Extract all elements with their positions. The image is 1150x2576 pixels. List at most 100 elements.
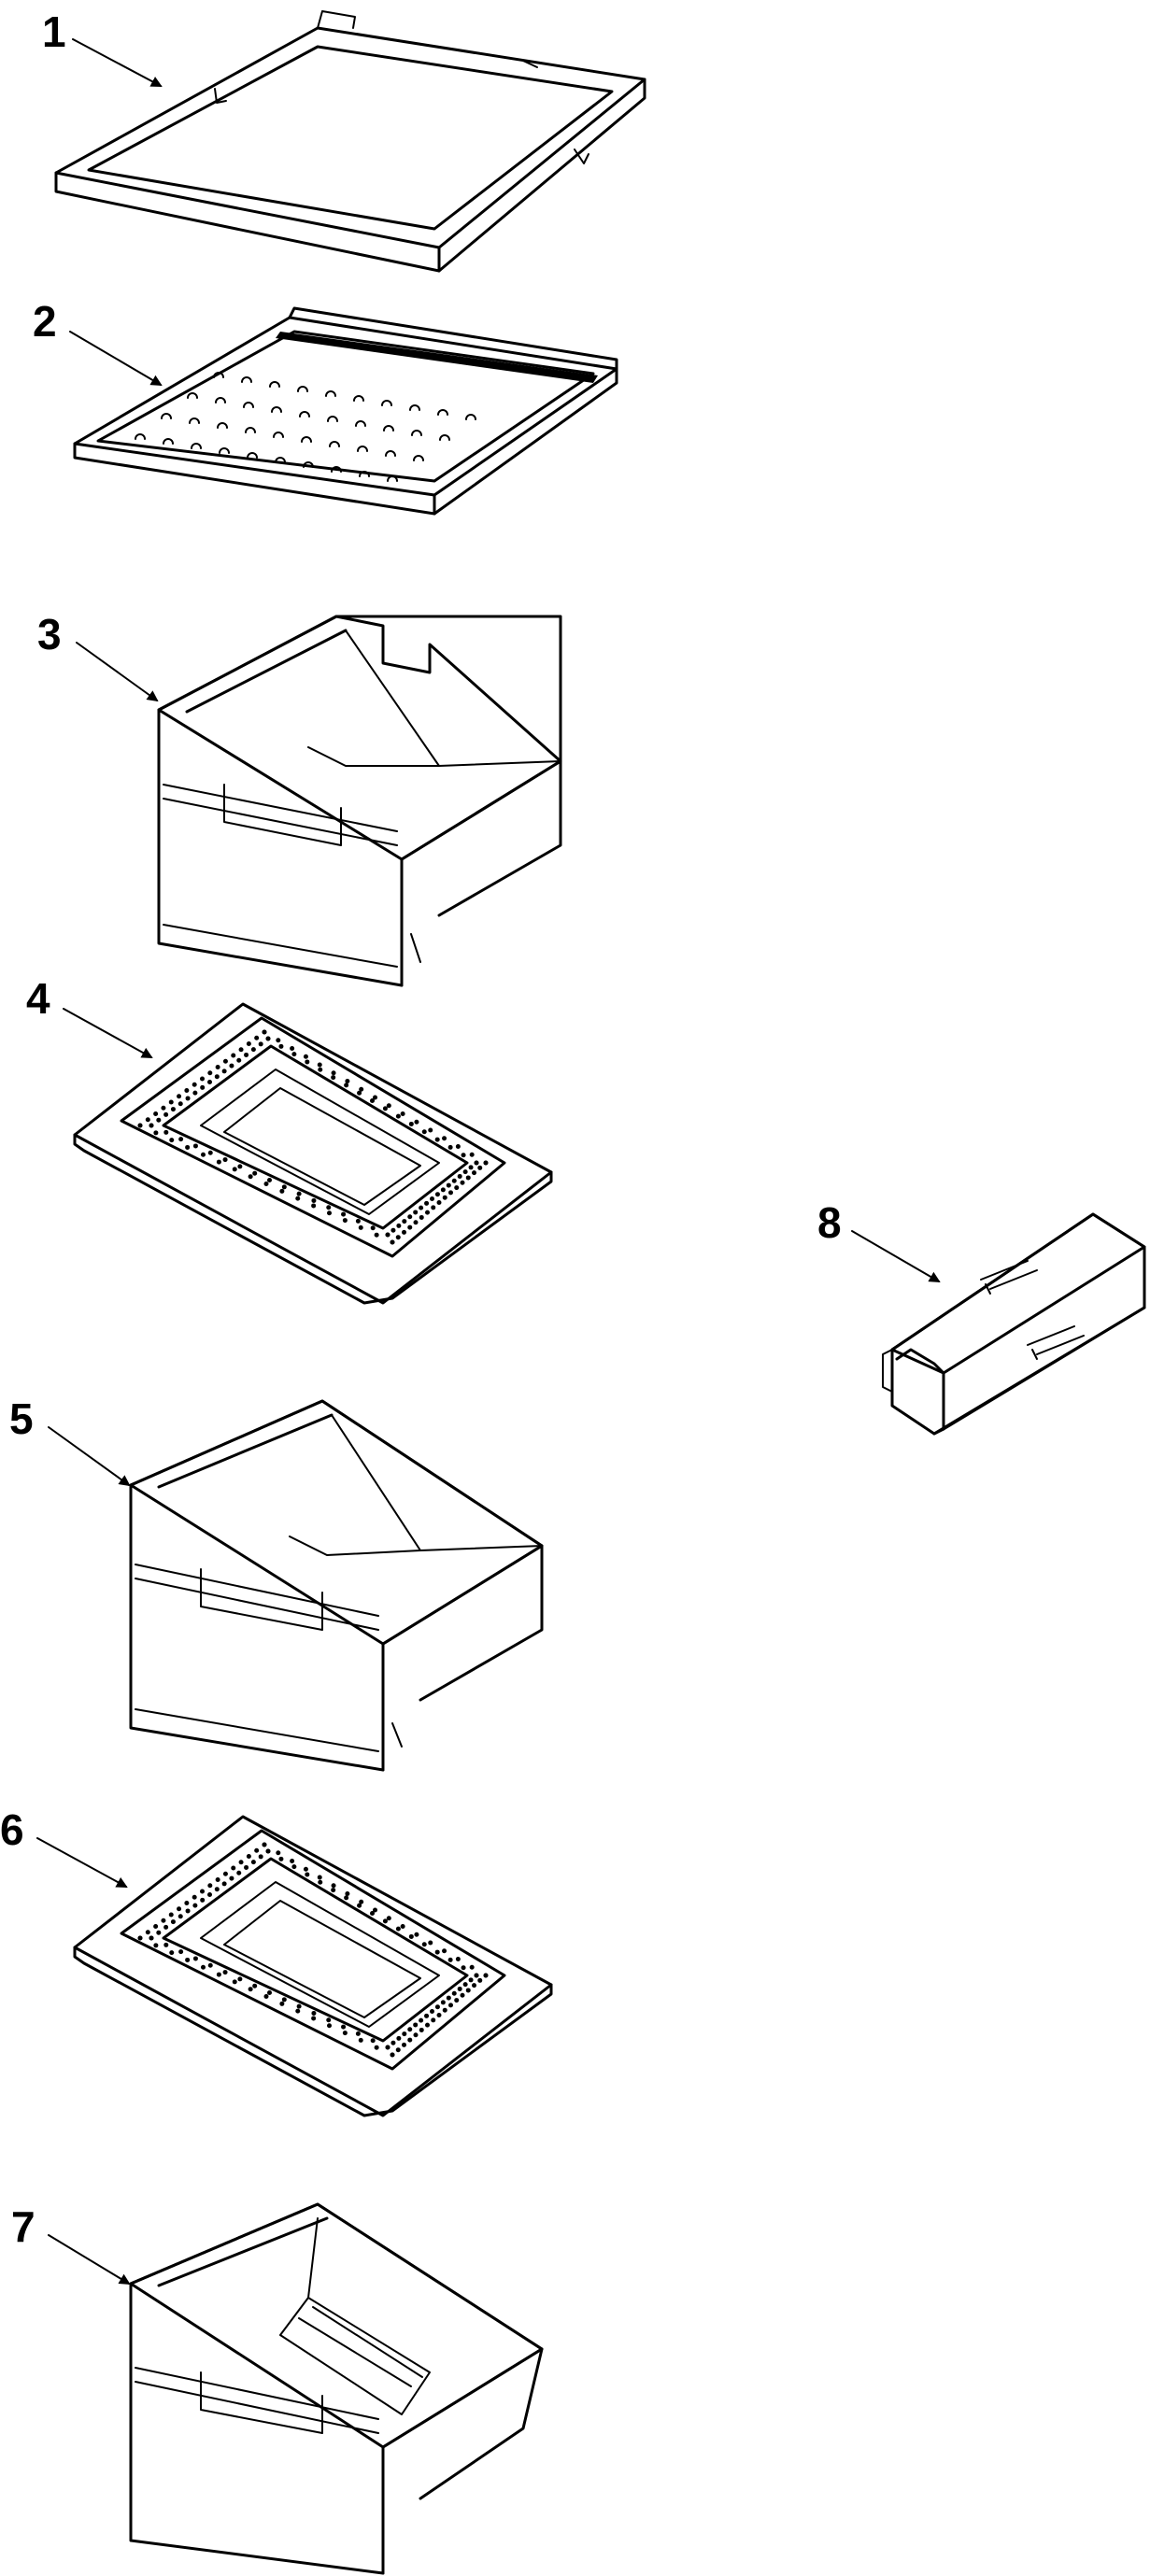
perforation-dot	[153, 1943, 159, 1948]
pattern-mark	[275, 457, 286, 463]
perforation-dot	[425, 1210, 430, 1215]
perforation-dot	[331, 1070, 336, 1076]
perforation-dot	[341, 2024, 347, 2030]
pattern-mark	[411, 430, 422, 436]
perforation-dot	[279, 1188, 285, 1194]
pattern-mark	[387, 475, 398, 482]
perforation-dot	[231, 1053, 236, 1058]
pattern-mark	[273, 432, 284, 438]
perforation-dot	[446, 1995, 451, 2001]
pattern-mark	[413, 455, 424, 461]
part-1-glass-shelf	[54, 10, 646, 273]
perforation-dot	[448, 2003, 453, 2008]
perforation-dot	[238, 1860, 244, 1865]
perforation-dot	[431, 2017, 436, 2023]
perforation-dot	[250, 1047, 256, 1053]
perforation-dot	[248, 1174, 253, 1180]
pattern-mark	[303, 461, 314, 468]
perforation-dot	[215, 1877, 220, 1882]
perforation-dot	[170, 1107, 176, 1112]
perforation-dot	[469, 1152, 475, 1157]
pattern-mark	[297, 386, 308, 392]
perforation-dot	[454, 1998, 460, 2003]
perforation-dot	[207, 1962, 213, 1968]
perforation-dot	[246, 1854, 251, 1859]
perforation-dot	[263, 1182, 269, 1186]
perforation-dot	[254, 1035, 260, 1040]
perforation-dot	[477, 1977, 483, 1983]
perforation-dot	[331, 1883, 336, 1889]
callout-7: 7	[11, 2202, 131, 2286]
perforation-dot	[440, 2000, 446, 2005]
perforation-dot	[214, 1887, 220, 1892]
perforation-dot	[291, 1864, 297, 1870]
pattern-mark	[187, 392, 198, 399]
perforation-dot	[414, 1932, 419, 1937]
perforation-dot	[207, 1080, 212, 1084]
perforation-dot	[419, 1214, 424, 1220]
perforation-dot	[386, 1103, 391, 1109]
perforation-dot	[424, 1200, 430, 1206]
callout-arrow-7	[48, 2234, 131, 2286]
perforation-dot	[344, 1895, 349, 1901]
perforation-dot	[472, 1983, 476, 1989]
perforation-dot	[200, 1084, 206, 1090]
perforation-dot	[385, 2045, 390, 2050]
perforation-dot	[168, 1099, 174, 1105]
callout-label-1: 1	[42, 7, 66, 56]
callout-arrow-1	[72, 38, 163, 87]
pattern-mark	[247, 452, 258, 459]
perforation-dot	[326, 2017, 332, 2023]
callout-label-2: 2	[33, 297, 57, 346]
perforation-dot	[373, 1095, 377, 1100]
perforation-dot	[303, 1866, 308, 1872]
part-4-drawer-cover	[73, 1002, 553, 1305]
perforation-dot	[382, 1918, 388, 1924]
perforation-dot	[442, 1195, 447, 1200]
perforation-dot	[163, 1129, 169, 1135]
callout-arrow-6	[36, 1837, 128, 1888]
perforation-dot	[331, 1888, 336, 1893]
perforation-dot	[168, 1912, 174, 1918]
perforation-dot	[236, 1870, 242, 1875]
callout-1: 1	[42, 7, 163, 87]
callout-arrow-2	[69, 331, 163, 387]
perforation-dot	[207, 1150, 213, 1155]
perforation-dot	[153, 1924, 159, 1929]
perforation-dot	[355, 1218, 361, 1224]
perforation-dot	[483, 1973, 489, 1978]
perforation-dot	[311, 1203, 317, 1209]
perforation-dot	[236, 1057, 242, 1063]
perforation-dot	[385, 1232, 390, 1238]
perforation-dot	[440, 1187, 446, 1193]
perforation-dot	[201, 1964, 206, 1970]
perforation-dot	[358, 1224, 363, 1230]
perforation-dot	[468, 1165, 474, 1170]
pattern-mark	[271, 406, 282, 413]
perforation-dot	[447, 1957, 453, 1962]
perforation-dot	[295, 1196, 301, 1201]
perforation-dot	[390, 2052, 395, 2058]
perforation-dot	[222, 1058, 228, 1064]
perforation-dot	[185, 1957, 191, 1962]
callout-arrow-3	[76, 642, 159, 702]
perforation-dot	[421, 1129, 427, 1135]
perforation-dot	[317, 1875, 322, 1880]
perforation-dot	[327, 1210, 332, 1216]
pattern-mark	[465, 414, 476, 420]
perforation-dot	[177, 1914, 183, 1919]
perforation-dot	[214, 1074, 220, 1080]
perforation-dot	[311, 2010, 317, 2016]
perforation-dot	[434, 1192, 440, 1197]
perforation-dot	[222, 1871, 228, 1876]
perforation-dot	[276, 1850, 281, 1856]
perforation-dot	[469, 1964, 475, 1970]
callout-label-6: 6	[0, 1805, 24, 1854]
perforation-dot	[178, 1949, 184, 1955]
callout-label-7: 7	[11, 2202, 35, 2251]
pattern-mark	[439, 434, 450, 441]
perforation-dot	[395, 1235, 401, 1240]
pattern-mark	[385, 450, 396, 457]
part-7-drawer	[129, 2202, 544, 2575]
